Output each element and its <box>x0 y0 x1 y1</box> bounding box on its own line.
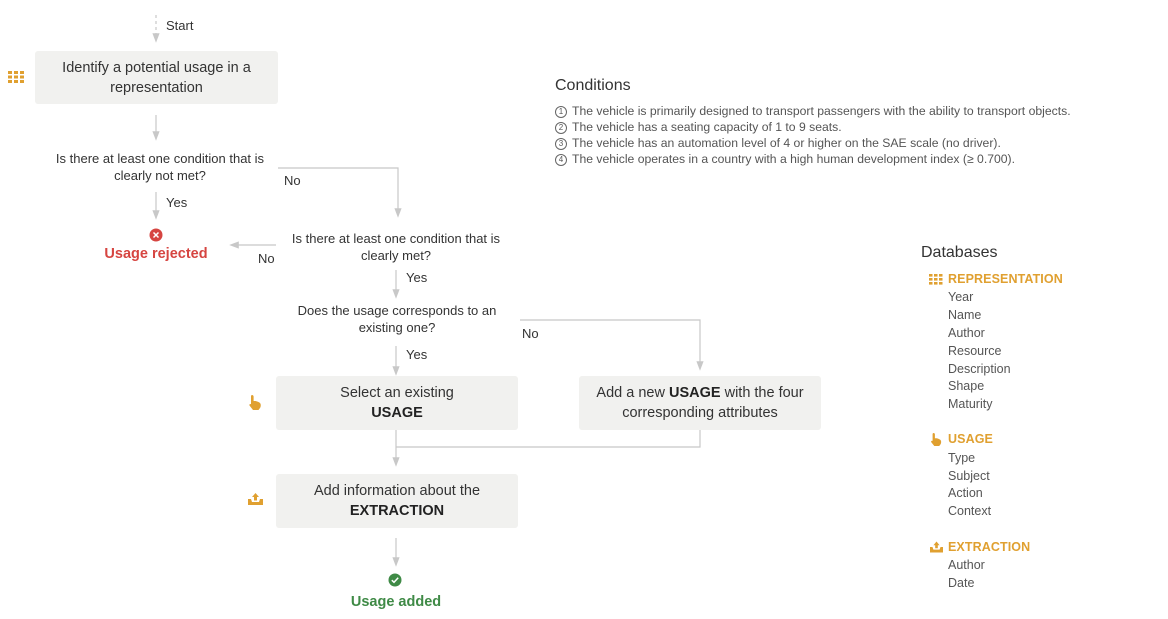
question-existing: Does the usage corresponds to an existin… <box>297 303 497 335</box>
add-new-usage: Add a new USAGE with the four correspond… <box>579 376 821 430</box>
conditions-title: Conditions <box>555 77 631 94</box>
add-new-text: Add a new USAGE with the four correspond… <box>591 383 809 423</box>
upload-tray-icon <box>248 493 263 505</box>
condition-2-num: 2 <box>555 122 567 134</box>
db-representation-attr: Resource <box>948 344 1002 358</box>
condition-1-text: The vehicle is primarily designed to tra… <box>572 104 1071 118</box>
db-extraction-title: EXTRACTION <box>948 540 1031 554</box>
start-label: Start <box>166 18 194 33</box>
hand-pointer-icon <box>249 395 261 410</box>
add-suffix: with the four corresponding attributes <box>622 385 804 421</box>
db-representation-attr: Author <box>948 326 985 340</box>
db-representation-attr: Year <box>948 290 974 304</box>
condition-4-num: 4 <box>555 154 567 166</box>
select-existing-text: Select an existing USAGE <box>340 383 454 423</box>
check-circle-icon <box>388 573 402 587</box>
condition-1-num: 1 <box>555 106 567 118</box>
databases-title: Databases <box>921 244 998 261</box>
label-no-1: No <box>284 173 301 188</box>
usage-rejected: Usage rejected <box>104 246 208 262</box>
db-extraction-attr: Date <box>948 576 975 590</box>
db-representation-attr: Maturity <box>948 397 993 411</box>
condition-3: 3 The vehicle has an automation level of … <box>555 136 1001 152</box>
extraction-prefix: Add information about the <box>313 483 481 499</box>
hand-pointer-icon <box>931 433 942 446</box>
db-extraction-attr: Author <box>948 558 985 572</box>
step-identify-usage: Identify a potential usage in a represen… <box>35 51 278 104</box>
x-circle-icon <box>149 228 163 242</box>
grid-icon <box>8 71 24 83</box>
condition-3-text: The vehicle has an automation level of 4… <box>572 136 1001 150</box>
add-bold: USAGE <box>668 385 721 401</box>
select-bold: USAGE <box>371 405 423 421</box>
db-representation-attr: Description <box>948 362 1011 376</box>
condition-1: 1 The vehicle is primarily designed to tr… <box>555 104 1071 120</box>
db-usage-attr: Type <box>948 451 976 465</box>
select-prefix: Select an existing <box>340 385 454 401</box>
condition-2: 2 The vehicle has a seating capacity of 1… <box>555 120 842 136</box>
db-usage-attr: Action <box>948 486 983 500</box>
usage-added: Usage added <box>350 594 442 610</box>
question-met: Is there at least one condition that is … <box>291 231 501 263</box>
condition-2-text: The vehicle has a seating capacity of 1 … <box>572 120 842 134</box>
label-no-3: No <box>522 326 539 341</box>
db-usage-attr: Subject <box>948 469 990 483</box>
db-usage-title: USAGE <box>948 432 993 446</box>
select-existing-usage: Select an existing USAGE <box>276 376 518 430</box>
label-yes-3: Yes <box>406 347 428 362</box>
grid-icon <box>929 274 943 285</box>
label-yes-1: Yes <box>166 195 188 210</box>
db-representation-attr: Name <box>948 308 982 322</box>
question-not-met: Is there at least one condition that is … <box>55 151 265 183</box>
label-no-2: No <box>258 251 275 266</box>
db-representation-title: REPRESENTATION <box>948 272 1063 286</box>
condition-3-num: 3 <box>555 138 567 150</box>
condition-4-text: The vehicle operates in a country with a… <box>572 152 1015 166</box>
extraction-bold: EXTRACTION <box>349 503 445 519</box>
add-extraction-info: Add information about the EXTRACTION <box>276 474 518 528</box>
db-usage-attr: Context <box>948 504 992 518</box>
db-representation-attr: Shape <box>948 379 985 393</box>
add-prefix: Add a new <box>596 385 669 401</box>
upload-tray-icon <box>930 541 943 553</box>
condition-4: 4 The vehicle operates in a country with … <box>555 152 1015 168</box>
extraction-text: Add information about the EXTRACTION <box>314 481 480 521</box>
step-identify-text: Identify a potential usage in a represen… <box>62 59 251 96</box>
label-yes-2: Yes <box>406 270 428 285</box>
